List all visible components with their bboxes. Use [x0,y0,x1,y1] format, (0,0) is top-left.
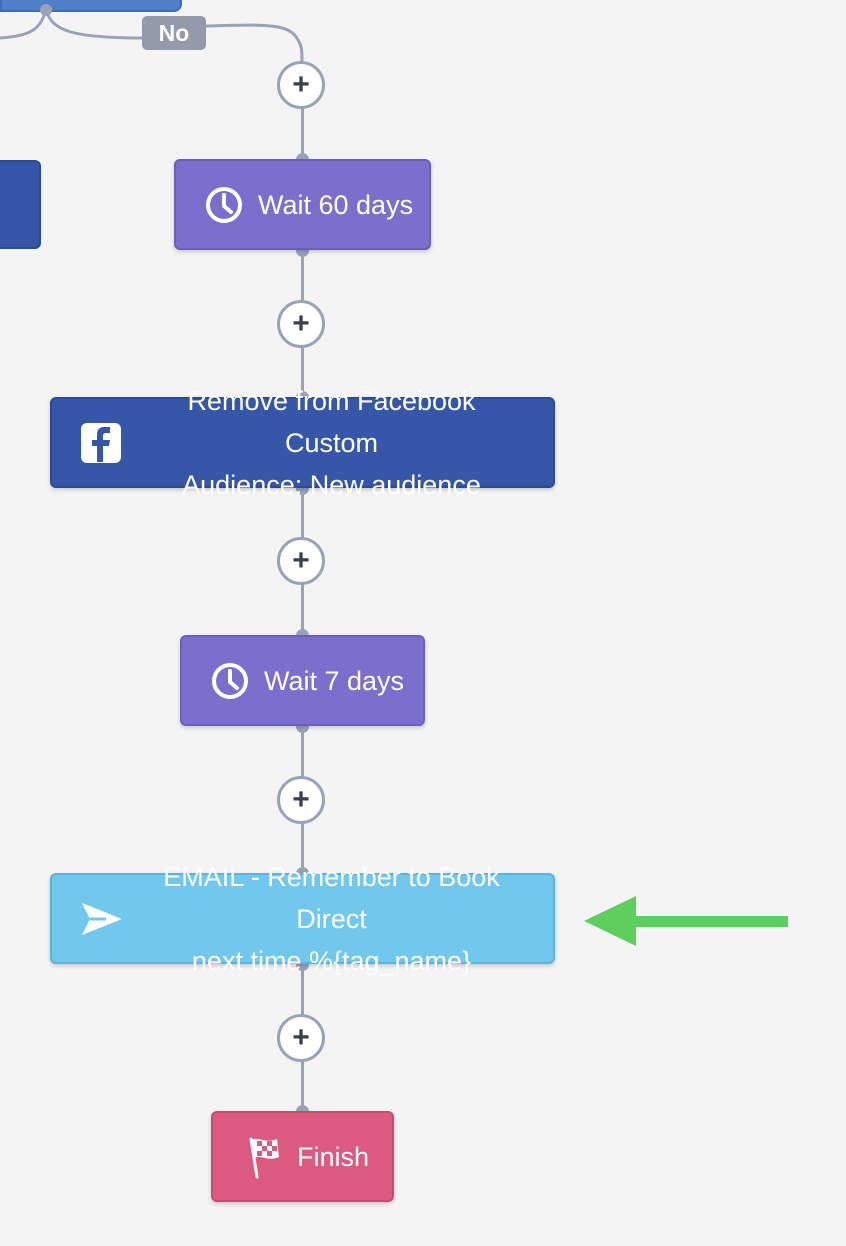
remove-facebook-audience-text: Remove from Facebook Custom Audience: Ne… [138,380,553,506]
yes-branch-node-partial[interactable] [0,160,41,249]
remove-facebook-audience-line2: Audience: New audience [182,469,481,500]
wait-60-days-node[interactable]: Wait 60 days [174,159,431,250]
remove-facebook-audience-node[interactable]: Remove from Facebook Custom Audience: Ne… [50,386,555,500]
wait-7-days-node[interactable]: Wait 7 days [180,635,425,726]
wait-7-days-label: Wait 7 days [264,665,405,696]
branch-no-label[interactable]: No [142,16,206,50]
green-arrow-icon [584,896,788,946]
finish-label: Finish [297,1141,370,1172]
wait-60-days-label: Wait 60 days [258,189,414,220]
branch-connector [0,4,304,63]
finish-node[interactable]: Finish [211,1111,394,1202]
add-step-button[interactable]: + [277,61,325,109]
clock-icon [210,661,250,701]
email-node[interactable]: EMAIL - Remember to Book Direct next tim… [50,862,555,976]
email-node-text: EMAIL - Remember to Book Direct next tim… [138,856,553,982]
add-step-button[interactable]: + [277,1014,325,1062]
add-step-button[interactable]: + [277,537,325,585]
send-icon [80,899,124,939]
add-step-button[interactable]: + [277,776,325,824]
facebook-icon [80,422,122,464]
remove-facebook-audience-line1: Remove from Facebook Custom [187,385,476,458]
email-node-line2: next time %{tag_name} [191,945,472,976]
email-node-line1: EMAIL - Remember to Book Direct [163,861,500,934]
add-step-button[interactable]: + [277,300,325,348]
connector-line [301,62,304,160]
flag-icon [245,1135,283,1179]
clock-icon [204,185,244,225]
